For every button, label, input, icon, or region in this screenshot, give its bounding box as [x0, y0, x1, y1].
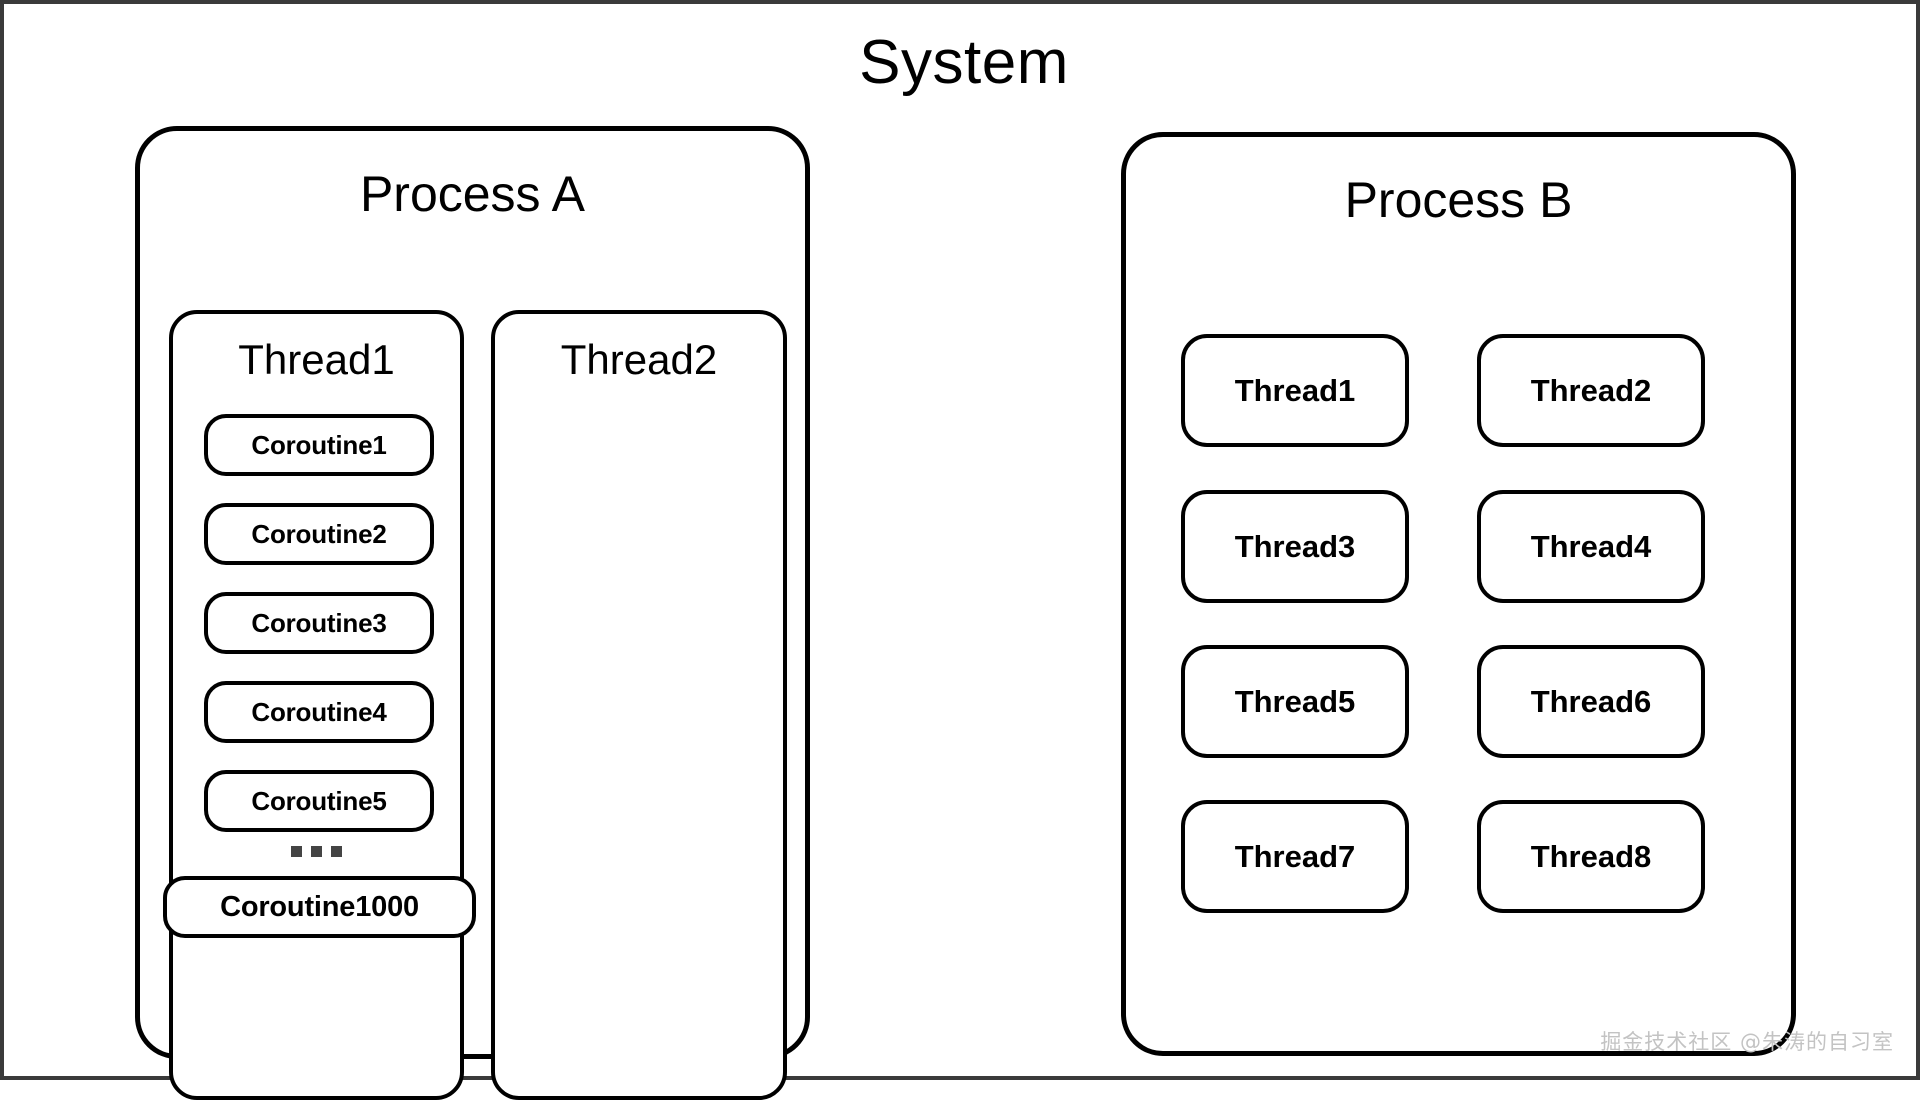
ellipsis-icon — [173, 846, 460, 857]
coroutine-item[interactable]: Coroutine5 — [204, 770, 434, 832]
coroutine-item[interactable]: Coroutine1 — [204, 414, 434, 476]
thread-cell[interactable]: Thread1 — [1181, 334, 1409, 447]
thread-cell[interactable]: Thread4 — [1477, 490, 1705, 603]
coroutine-item[interactable]: Coroutine2 — [204, 503, 434, 565]
thread-cell[interactable]: Thread2 — [1477, 334, 1705, 447]
thread-box-thread1: Thread1 Coroutine1 Coroutine2 Coroutine3… — [163, 310, 476, 1100]
ellipsis-dot — [311, 846, 322, 857]
coroutine-item[interactable]: Coroutine4 — [204, 681, 434, 743]
watermark-text: 掘金技术社区 @朱涛的自习室 — [1600, 1030, 1894, 1054]
process-b-container: Process B Thread1 Thread2 Thread3 Thread… — [1121, 132, 1796, 1056]
thread-cell[interactable]: Thread7 — [1181, 800, 1409, 913]
coroutine-item[interactable]: Coroutine3 — [204, 592, 434, 654]
process-a-title: Process A — [359, 166, 586, 222]
ellipsis-dot — [291, 846, 302, 857]
thread-box-thread2: Thread2 — [491, 310, 787, 1100]
thread-grid: Thread1 Thread2 Thread3 Thread4 Thread5 … — [1179, 334, 1749, 966]
process-a-container: Process A Thread1 Coroutine1 Coroutine2 … — [135, 126, 810, 1100]
thread2-label: Thread2 — [560, 336, 718, 383]
thread1-label: Thread1 — [238, 336, 395, 383]
ellipsis-dot — [331, 846, 342, 857]
page-title: System — [859, 28, 1069, 97]
thread-cell[interactable]: Thread8 — [1477, 800, 1705, 913]
thread-cell[interactable]: Thread5 — [1181, 645, 1409, 758]
coroutine-item-last[interactable]: Coroutine1000 — [163, 876, 476, 938]
process-b-title: Process B — [1344, 172, 1573, 228]
thread-cell[interactable]: Thread3 — [1181, 490, 1409, 603]
thread-cell[interactable]: Thread6 — [1477, 645, 1705, 758]
